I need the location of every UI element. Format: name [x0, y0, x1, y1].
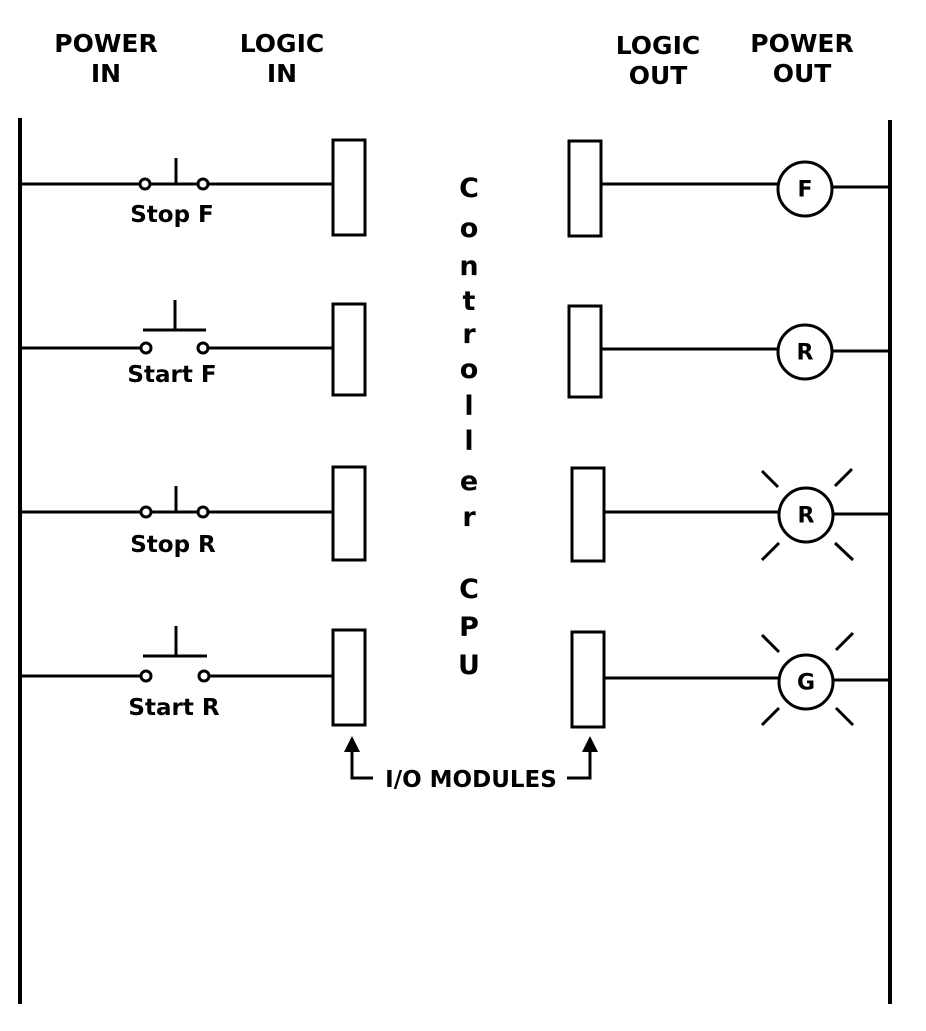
- green-lamp-ray: [760, 633, 781, 654]
- rung-4: Start R G: [20, 626, 890, 729]
- controller-letter: U: [458, 650, 480, 681]
- controller-letter: C: [459, 173, 479, 204]
- io-arrow-right-head: [582, 736, 598, 752]
- red-lamp-ray: [760, 541, 781, 562]
- rung-3: Stop R R: [20, 465, 890, 563]
- header-logic-out-line1: LOGIC: [616, 31, 700, 60]
- input-module-2: [331, 302, 367, 397]
- red-lamp-ray: [833, 541, 855, 562]
- start-r-label: Start R: [128, 695, 219, 721]
- input-module-3: [331, 465, 367, 562]
- green-lamp: [777, 653, 835, 711]
- io-arrow-left-head: [344, 736, 360, 752]
- controller-cpu-label: C o n t r o l l e r C P U: [458, 173, 480, 681]
- io-modules-callout: I/O MODULES: [344, 736, 598, 793]
- controller-letter: r: [462, 502, 476, 533]
- header-power-out-line1: POWER: [750, 29, 853, 58]
- controller-letter: l: [464, 426, 473, 457]
- io-arrow-right-line: [567, 746, 592, 780]
- controller-letter: l: [464, 391, 473, 422]
- green-lamp-ray: [760, 706, 781, 727]
- motor-f-label: F: [797, 178, 812, 203]
- controller-letter: e: [460, 466, 478, 497]
- stop-f-contact-right: [196, 177, 210, 191]
- output-module-3: [570, 466, 606, 563]
- green-lamp-label: G: [797, 671, 815, 696]
- header-logic-out-line2: OUT: [629, 61, 688, 90]
- stop-r-contact-right: [196, 505, 210, 519]
- start-f-contact-left: [139, 341, 153, 355]
- header-power-out: POWER OUT: [750, 29, 853, 88]
- controller-letter: r: [462, 319, 476, 350]
- green-lamp-ray: [834, 631, 855, 652]
- red-lamp-ray: [760, 469, 780, 489]
- start-f-label: Start F: [127, 362, 216, 388]
- start-f-contact-right: [196, 341, 210, 355]
- controller-letter: t: [463, 286, 476, 317]
- stop-f-label: Stop F: [130, 202, 214, 228]
- controller-letter: C: [459, 574, 479, 605]
- green-lamp-ray: [834, 706, 855, 727]
- red-lamp-ray: [833, 467, 854, 488]
- start-r-contact-left: [139, 669, 153, 683]
- output-module-1: [567, 139, 603, 238]
- stop-f-contact-left: [138, 177, 152, 191]
- controller-letter: P: [459, 612, 479, 643]
- output-module-4: [570, 630, 606, 729]
- io-arrow-left-line: [350, 746, 373, 780]
- rung-2: Start F R: [20, 300, 890, 399]
- header-power-out-line2: OUT: [773, 59, 832, 88]
- controller-letter: o: [460, 213, 479, 244]
- input-module-1: [331, 138, 367, 237]
- header-power-in: POWER IN: [54, 29, 157, 88]
- header-power-in-line1: POWER: [54, 29, 157, 58]
- red-lamp-label: R: [798, 504, 815, 529]
- header-logic-in-line2: IN: [267, 59, 297, 88]
- controller-letter: o: [460, 354, 479, 385]
- motor-r-label: R: [797, 341, 814, 366]
- header-power-in-line2: IN: [91, 59, 121, 88]
- header-logic-in: LOGIC IN: [240, 29, 324, 88]
- input-module-4: [331, 628, 367, 727]
- rung-1: Stop F F: [20, 138, 890, 238]
- header-logic-in-line1: LOGIC: [240, 29, 324, 58]
- output-module-2: [567, 304, 603, 399]
- motor-f-coil: [776, 160, 834, 218]
- io-modules-label: I/O MODULES: [385, 767, 557, 793]
- start-r-contact-right: [197, 669, 211, 683]
- header-logic-out: LOGIC OUT: [616, 31, 700, 90]
- stop-r-contact-left: [139, 505, 153, 519]
- controller-letter: n: [459, 251, 478, 282]
- stop-r-label: Stop R: [130, 532, 216, 558]
